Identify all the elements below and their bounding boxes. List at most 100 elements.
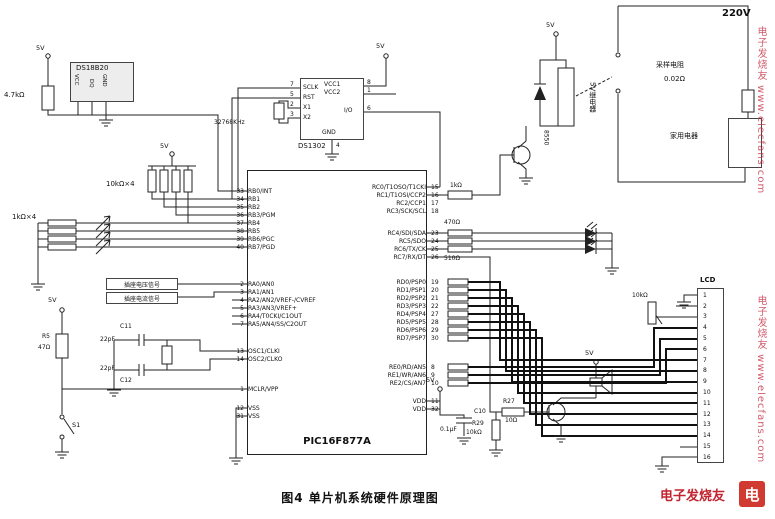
ds1302-pin-vcc1: VCC1 [324,81,341,88]
c11-value: 22pF [100,336,115,343]
mcu-pin-row-n: 32 [431,405,439,413]
mcu-pin-row-name: RC0/T1OSO/T1CKI [371,183,426,191]
mcu-pin-row-name: RE2/CS/AN7 [389,379,426,387]
lcd-pin-row: 3 [703,313,707,321]
mcu-pin-row-n: 26 [431,253,439,261]
lcd-pin-row: 12 [703,410,711,418]
mcu-pin-row-name: RB6/PGC [248,235,275,243]
mcu-pin-row-n: 23 [431,229,439,237]
mcu-pin-row-name: RC4/SDI/SDA [387,229,426,237]
ds18b20-pin-gnd: GND [101,74,108,87]
sampling-resistor-label: 采样电阻 [656,61,684,69]
lcd-pin-row: 2 [703,302,707,310]
mcu-pin-row-name: RA5/AN4/SS/C2OUT [248,320,307,328]
lcd-box [697,288,724,463]
mcu-pin-row-name: VDD [412,397,426,405]
mcu-pin-row-name: RA4/T0CKI/C1OUT [248,312,303,320]
mcu-pin-row-n: 3 [240,288,244,296]
mcu-pin-row-name: RD7/PSP7 [396,334,427,342]
lcd-pin-row: 7 [703,356,707,364]
mcu-pin-row: 31 VSS [228,412,400,420]
mcu-pin-row-n: 22 [431,302,439,310]
mcu-pin-row-n: 19 [431,278,439,286]
mcu-pin-row-n: 35 [236,203,244,211]
ds1302-pin-num: 4 [336,142,340,149]
v5-label: 5V [426,376,435,384]
mcu-pin-row-name: RA1/AN1 [248,288,275,296]
mcu-pin-row-n: 6 [240,312,244,320]
mcu-pin-row-n: 31 [236,412,244,420]
lcd-pin-row: 16 [703,453,711,461]
v5-label: 5V [48,296,57,304]
mcu-pin-row-n: 17 [431,199,439,207]
ds18b20-label: DS18B20 [76,64,109,72]
ds1302-pin-vcc2: VCC2 [324,89,341,96]
mcu-pin-row-name: VSS [248,412,260,420]
mcu-pin-row-name: RB4 [248,219,261,227]
r27-value: 10Ω [505,417,518,424]
mcu-pin-row-name: RD0/PSP0 [396,278,427,286]
ds1302-pin-num: 7 [290,81,294,88]
v5-label: 5V [546,21,555,29]
sampling-resistor-value: 0.02Ω [664,75,685,83]
mcu-pin-row-n: 12 [236,404,244,412]
lcd-pin-row: 6 [703,345,707,353]
mcu-pin-row-name: RB1 [248,195,261,203]
mcu-pin-row-n: 11 [431,397,439,405]
mcu-pin-row-name: RC7/RX/DT [393,253,426,261]
mcu-pin-row-n: 2 [240,280,244,288]
mcu-pin-row-name: RC6/TX/CK [394,245,426,253]
ds1302-pin-num: 2 [290,101,294,108]
mcu-pin-row-name: RB7/PGD [248,243,276,251]
lcd-label: LCD [700,276,716,284]
lcd-pin-row: 9 [703,378,707,386]
mcu-pin-row-name: RC5/SDO [398,237,426,245]
mcu-pin-row: RE2/CS/AN7 10 [285,379,445,387]
led-resistor2-label: 510Ω [444,255,461,262]
r27-ref: R27 [503,398,515,405]
ds1302-pin-num: 8 [367,79,371,86]
mcu-pin-row-name: RC3/SCK/SCL [386,207,426,215]
mcu-pin-row-name: RD5/PSP5 [396,318,427,326]
mcu-pin-row-n: 29 [431,326,439,334]
ds1302-box [300,78,364,140]
lcd-pin-row: 1 [703,291,707,299]
mcu-pin-row-n: 10 [431,379,439,387]
mcu-box [247,170,427,455]
pullup-resistor-label: 4.7kΩ [4,91,25,99]
c11-ref: C11 [120,323,132,330]
v5-label: 5V [585,349,594,357]
lcd-pin-row: 10 [703,389,711,397]
lcd-pin-row: 13 [703,421,711,429]
ds1302-pin-num: 1 [367,87,371,94]
r5-ref: R5 [42,333,50,340]
relay-label: 5V继电器 [588,82,597,113]
mcu-pin-row-n: 14 [236,355,244,363]
mcu-pin-row-n: 38 [236,227,244,235]
mcu-pin-row-n: 4 [240,296,244,304]
watermark-text: 电子发烧友 www.elecfans.com [755,295,766,464]
mcu-pin-row-n: 20 [431,286,439,294]
mcu-pin-row-name: RC1/T1OSI/CCP2 [376,191,426,199]
mcu-pin-row-name: RB0/INT [248,187,273,195]
lcd-pin-row: 15 [703,443,711,451]
lcd-pin-row: 14 [703,432,711,440]
